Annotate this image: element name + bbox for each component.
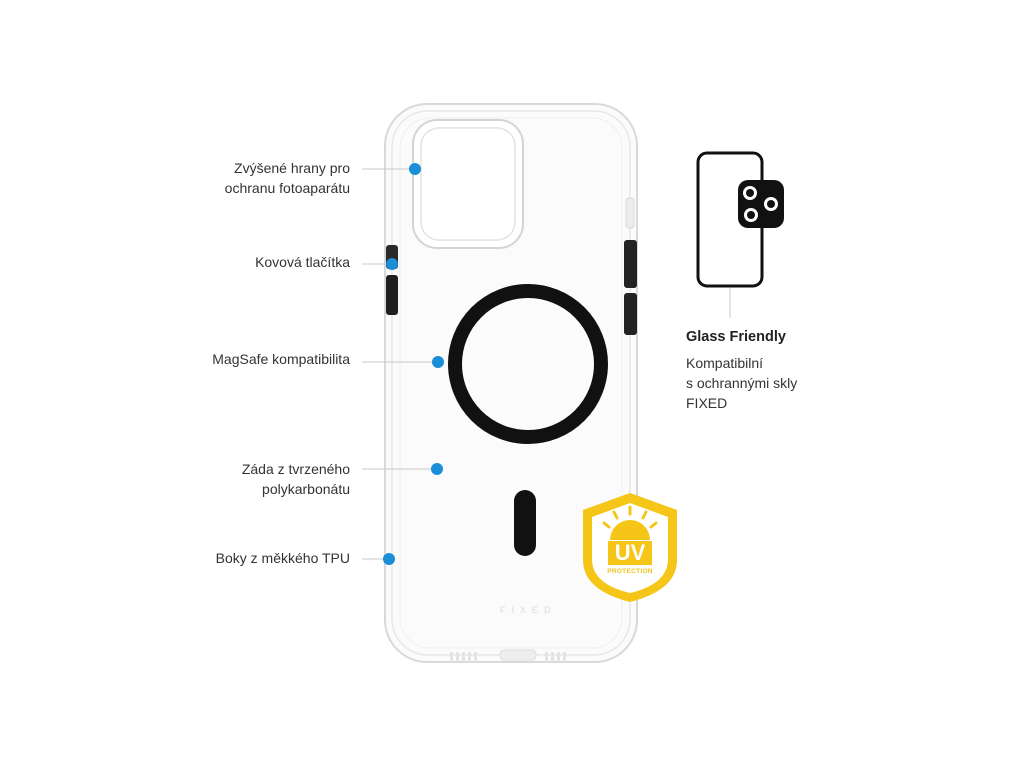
right-button-2: [624, 293, 637, 335]
glass-friendly-desc-line1: Kompatibilní: [686, 355, 764, 371]
label-sides-text: Boky z měkkého TPU: [215, 550, 350, 566]
label-raised-edges-line2: ochranu fotoaparátu: [224, 180, 350, 196]
label-metal-buttons-text: Kovová tlačítka: [255, 254, 350, 270]
label-back-line2: polykarbonátu: [262, 481, 350, 497]
right-button-1: [624, 240, 637, 288]
magsafe-ring: [448, 284, 608, 444]
label-back: Záda z tvrzeného polykarbonátu: [242, 459, 350, 499]
uv-badge-main: UV: [614, 540, 646, 565]
label-magsafe: MagSafe kompatibilita: [212, 349, 350, 369]
label-metal-buttons: Kovová tlačítka: [255, 252, 350, 272]
dot-metal-buttons: [386, 258, 398, 270]
screen-protector-icon: [696, 151, 784, 288]
magsafe-alignment-bar: [514, 490, 536, 556]
dot-raised-edges: [409, 163, 421, 175]
label-sides: Boky z měkkého TPU: [216, 548, 350, 568]
case-brand-mark: FIXED: [500, 605, 557, 615]
label-raised-edges: Zvýšené hrany pro ochranu fotoaparátu: [225, 158, 350, 198]
dot-back: [431, 463, 443, 475]
phone-case-image: [384, 103, 638, 663]
glass-friendly-title: Glass Friendly: [686, 329, 786, 345]
label-back-line1: Záda z tvrzeného: [241, 461, 350, 477]
left-button-2: [386, 275, 398, 315]
camera-cutout: [412, 119, 524, 249]
dot-sides: [383, 553, 395, 565]
glass-friendly-desc-line2: s ochrannými skly: [686, 375, 798, 391]
dot-magsafe: [432, 356, 444, 368]
label-raised-edges-line1: Zvýšené hrany pro: [234, 160, 350, 176]
uv-badge-sub: PROTECTION: [607, 568, 653, 575]
label-magsafe-text: MagSafe kompatibilita: [212, 351, 350, 367]
uv-protection-shield-icon: [583, 493, 677, 602]
glass-friendly-description: Kompatibilní s ochrannými skly FIXED: [686, 353, 797, 413]
glass-friendly-desc-line3: FIXED: [686, 395, 728, 411]
